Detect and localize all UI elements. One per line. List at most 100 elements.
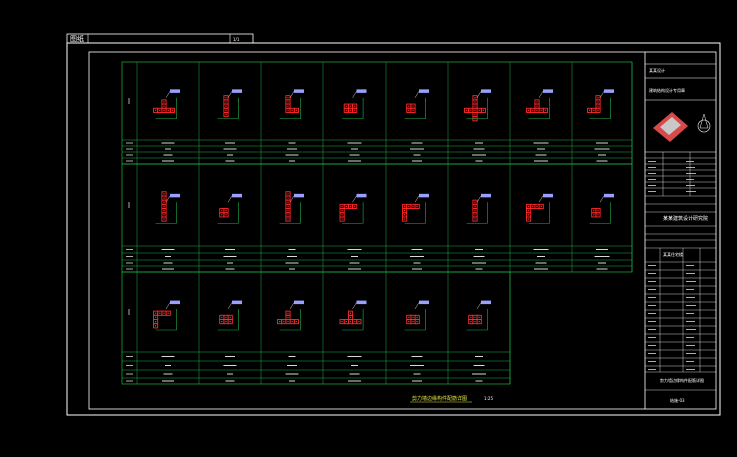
rebar-stirrup [480,107,486,113]
rebar-bar [465,109,468,112]
callout-leader [599,91,605,98]
wall-section-8 [155,191,180,224]
rebar-bar [412,105,414,107]
rebar-bar [221,214,223,216]
wall-section-14 [526,193,553,224]
rebar-bar [412,109,414,112]
wall-section-6 [526,89,553,120]
rebar-bar [221,209,223,212]
rebar-bar [416,205,418,208]
callout-leader [289,195,295,203]
rebar-bar [154,325,157,327]
rebar-bar [154,109,157,112]
rebar-bar [597,105,599,107]
caption-scale: 1:25 [484,396,493,401]
rebar-bar [163,105,165,107]
rebar-bar [287,214,289,216]
rebar-bar [295,109,298,112]
rebar-stirrup [169,107,175,113]
rebar-bar [540,109,542,112]
tab-extra: 1/1 [233,37,240,42]
rebar-bar [474,101,476,103]
rebar-stirrup [352,203,358,209]
title-project-name: 某某住宅楼 [663,251,683,257]
rebar-bar [229,316,231,319]
seal-stamp-icon [653,112,688,142]
callout-leader [476,195,482,203]
callout-tag [543,193,553,198]
rebar-bar [154,316,157,319]
rebar-stirrup [223,112,229,118]
rebar-bar [478,316,480,319]
rebar-bar [474,320,476,323]
rebar-bar [474,214,476,216]
rebar-bar [345,109,347,112]
rebar-stirrup [161,216,167,222]
drawing-tab-bar[interactable]: 图纸 1/1 [66,33,254,44]
rebar-bar [478,320,480,323]
callout-tag [170,300,180,305]
tab-label[interactable]: 图纸 [70,34,84,43]
rebar-bar [412,320,414,323]
rebar-bar [345,205,347,208]
title-drawing-no: 结施-03 [670,397,685,403]
rebar-bar [287,197,289,199]
wall-section-10 [279,191,304,224]
rebar-bar [171,109,174,112]
rebar-bar [287,97,289,99]
rebar-stirrup [293,319,299,325]
callout-leader [599,195,605,203]
callout-leader [414,195,420,203]
callout-leader [352,195,357,203]
rebar-bar [225,97,227,99]
rebar-bar [536,105,538,107]
detail-drawings [153,89,614,331]
rebar-bar [408,205,410,208]
table-band-2 [121,271,511,385]
callout-leader [227,91,233,98]
callout-tag [232,89,242,93]
rebar-bar [597,101,599,103]
wall-section-20 [404,300,429,331]
rebar-stirrup [153,323,159,329]
drawing-caption: 剪力墙边缘构件配筋详图 1:25 [410,395,493,403]
callout-leader [414,302,420,310]
wall-section-17 [217,300,242,331]
wall-section-7 [587,89,614,120]
rebar-bar [536,109,538,112]
wall-section-19 [339,300,367,331]
callout-leader [352,91,357,98]
rebar-bar [225,209,227,212]
rebar-bar [291,320,293,323]
rebar-bar [403,205,406,208]
rebar-stirrup [414,203,420,209]
rebar-bar [408,105,410,107]
rebar-bar [482,109,485,112]
rebar-bar [593,214,595,216]
rebar-bar [597,214,599,216]
detail-table [121,61,633,385]
wall-section-16 [153,300,180,331]
rebar-bar [540,205,542,208]
callout-leader [165,91,171,98]
rebar-bar [474,105,476,107]
rebar-bar [354,205,356,208]
rebar-bar [163,109,165,112]
callout-tag [356,89,367,93]
wall-section-13 [466,193,491,224]
wall-section-12 [402,193,429,224]
rebar-bar [341,205,343,208]
rebar-bar [403,218,406,220]
rebar-bar [474,218,476,220]
callout-leader [165,302,171,310]
rebar-bar [349,105,352,107]
rebar-bar [597,109,599,112]
rebar-bar [167,109,169,112]
caption-text: 剪力墙边缘构件配筋详图 [412,395,467,402]
rebar-bar [408,316,410,319]
rebar-bar [295,320,298,323]
rebar-bar [163,197,165,199]
rebar-stirrup [223,319,229,325]
rebar-stirrup [356,319,362,325]
